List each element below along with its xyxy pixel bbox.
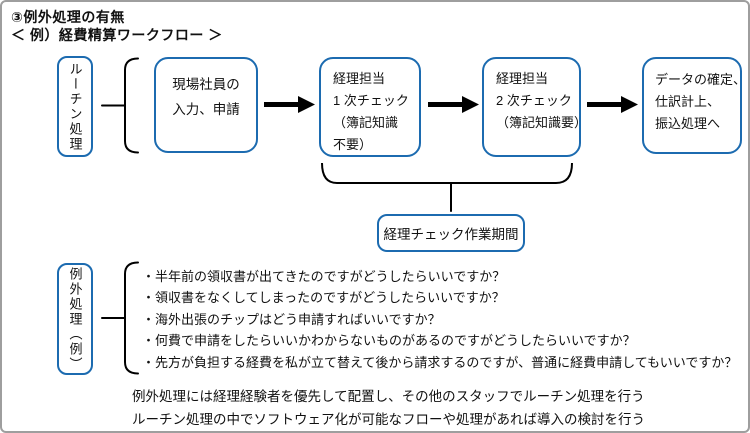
page-subtitle: ＜ 例）経費精算ワークフロー ＞ (11, 27, 223, 43)
curly-brace-under (321, 163, 573, 212)
flow-box-line: 不要） (333, 137, 373, 152)
note-line: ルーチン処理の中でソフトウェア化が可能なフローや処理があれば導入の検討を行う (132, 411, 645, 427)
flow-box-check2: 経理担当 2 次チェック （簿記知識要） (482, 57, 588, 157)
list-item: ・何費で申請をしたらいいかわからないものがあるのですがどうしたらいいですか？ (142, 333, 636, 349)
curly-brace-left-upper (101, 57, 139, 154)
flow-box-line: 現場社員の (172, 77, 240, 92)
routine-label-box: ルーチン処理 (57, 56, 93, 157)
flow-box-line: 仕訳計上、 (655, 94, 721, 109)
flow-box-line: 経理担当 (333, 71, 386, 86)
flow-box-line: データの確定、 (655, 72, 747, 87)
routine-label: ルーチン処理 (67, 61, 83, 152)
exception-list: ・半年前の領収書が出てきたのですがどうしたらいいですか？ ・領収書をなくしてしま… (142, 266, 737, 373)
check-period-box: 経理チェック作業期間 (377, 214, 525, 252)
flow-box-input: 現場社員の 入力、申請 (154, 57, 258, 153)
flow-box-check1: 経理担当 1 次チェック （簿記知識 不要） (319, 57, 421, 157)
exception-label-box: 例外処理（例） (57, 263, 93, 375)
flow-box-line: 経理担当 (496, 71, 549, 86)
arrow-right-icon (587, 96, 638, 113)
flow-box-line: 振込処理へ (655, 116, 721, 131)
flow-box-line: （簿記知識 (333, 115, 399, 130)
note-line: 例外処理には経理経験者を優先して配置し、その他のスタッフでルーチン処理を行う (132, 389, 645, 404)
flow-box-line: （簿記知識要） (496, 115, 588, 130)
arrow-right-icon (428, 96, 479, 113)
footer-notes: 例外処理には経理経験者を優先して配置し、その他のスタッフでルーチン処理を行う ル… (132, 386, 645, 431)
flow-box-line: 2 次チェック (496, 93, 572, 108)
list-item: ・半年前の領収書が出てきたのですがどうしたらいいですか？ (142, 269, 506, 284)
flow-box-final: データの確定、 仕訳計上、 振込処理へ (642, 57, 747, 154)
flow-box-line: 入力、申請 (172, 102, 240, 117)
page-title: ③例外処理の有無 (11, 9, 125, 25)
list-item: ・領収書をなくしてしまったのですがどうしたらいいですか？ (142, 290, 505, 306)
curly-brace-left-lower (101, 261, 139, 375)
arrow-right-icon (264, 96, 315, 113)
list-item: ・先方が負担する経費を私が立て替えて後から請求するのですが、普通に経費申請しても… (142, 354, 738, 370)
check-period-label: 経理チェック作業期間 (383, 227, 519, 242)
exception-label: 例外処理（例） (67, 266, 83, 372)
flow-box-line: 1 次チェック (333, 93, 409, 108)
list-item: ・海外出張のチップはどう申請すればいいですか？ (142, 311, 441, 327)
